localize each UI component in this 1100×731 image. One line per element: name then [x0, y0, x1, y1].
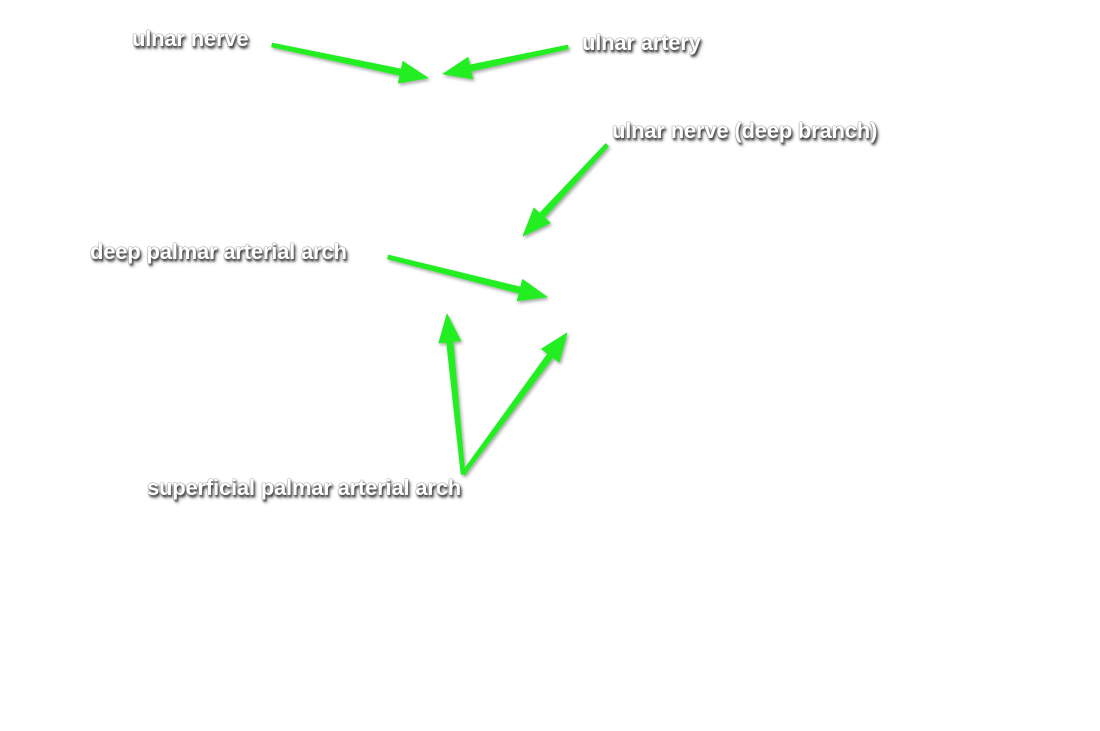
- arrow-ulnar-artery: [442, 44, 569, 80]
- label-superficial-palmar-arterial-arch: superficial palmar arterial arch: [147, 475, 461, 500]
- arrow-ulnar-nerve: [271, 42, 429, 84]
- label-ulnar-nerve-deep-branch: ulnar nerve (deep branch): [612, 118, 878, 143]
- label-ulnar-artery: ulnar artery: [582, 30, 701, 55]
- arrow-superficial-arch-right: [461, 332, 568, 476]
- label-deep-palmar-arterial-arch: deep palmar arterial arch: [90, 239, 347, 264]
- arrow-superficial-arch-left: [438, 313, 466, 475]
- label-ulnar-nerve: ulnar nerve: [132, 26, 249, 51]
- arrow-deep-palmar-arch: [387, 254, 548, 302]
- arrow-ulnar-nerve-deep-branch: [522, 143, 609, 237]
